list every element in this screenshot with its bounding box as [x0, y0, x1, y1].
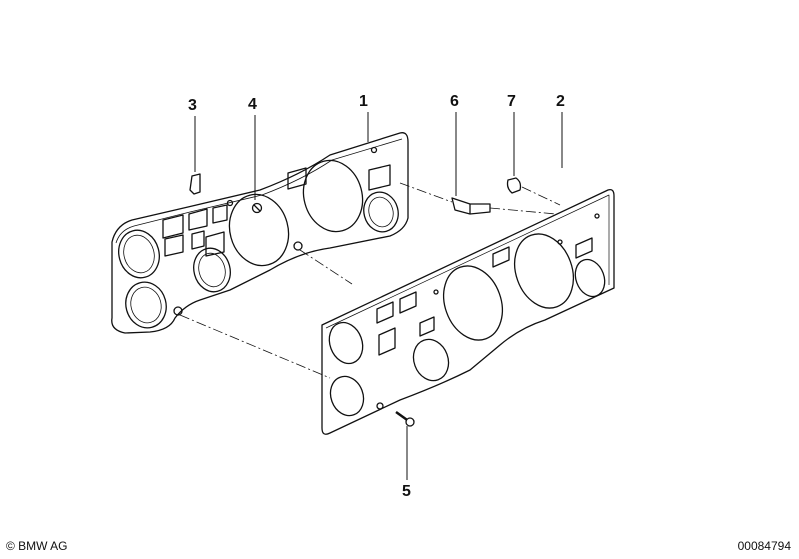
callout-3: 3	[188, 97, 197, 114]
callout-7: 7	[507, 93, 516, 110]
callout-4: 4	[248, 96, 257, 113]
leader-lines	[194, 112, 563, 480]
assembly-lines	[179, 182, 561, 379]
callout-2: 2	[556, 93, 565, 110]
clip-part	[189, 173, 201, 195]
callout-5: 5	[402, 483, 411, 500]
instrument-cover-panel	[321, 188, 615, 435]
callout-1: 1	[359, 93, 368, 110]
bulb-socket-part	[451, 197, 491, 215]
document-number: 00084794	[737, 539, 791, 553]
screw-part-5	[395, 410, 415, 427]
instrument-carrier-panel	[111, 132, 409, 334]
bulb-part	[506, 177, 522, 194]
copyright-label: © BMW AG	[6, 539, 68, 553]
callout-6: 6	[450, 93, 459, 110]
screw-part-4	[251, 202, 263, 214]
